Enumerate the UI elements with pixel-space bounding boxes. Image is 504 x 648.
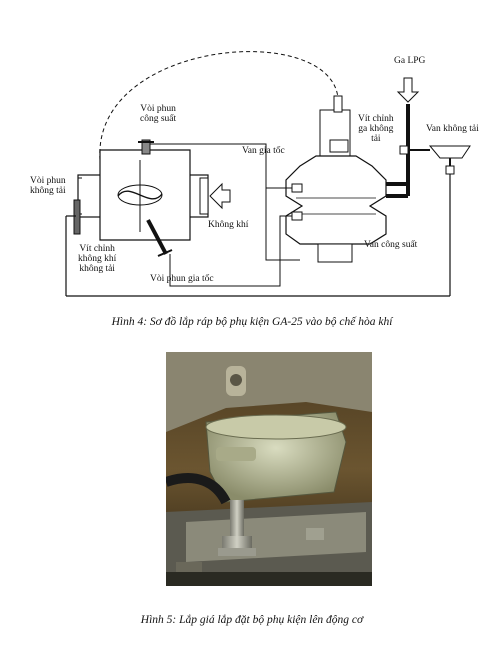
figure4-caption: Hình 4: Sơ đồ lắp ráp bộ phụ kiện GA-25 …: [0, 316, 504, 328]
label-power-valve: Van công suất: [364, 240, 417, 250]
figure5-caption: Hình 5: Lắp giá lắp đặt bộ phụ kiện lên …: [0, 614, 504, 626]
idle-gas-screw: [400, 146, 408, 154]
carburetor: [78, 150, 208, 240]
idle-nozzle-plate: [74, 200, 80, 234]
label-idle-nozzle: Vòi phun không tải: [30, 176, 66, 196]
air-arrow: [210, 184, 230, 208]
idle-valve: [430, 146, 470, 158]
label-accel-nozzle: Vòi phun gia tốc: [150, 274, 214, 284]
label-idle-air-screw: Vít chỉnh không khí không tải: [78, 244, 116, 274]
label-power-nozzle: Vòi phun công suất: [140, 104, 176, 124]
engine-mount-photo: [166, 352, 372, 586]
label-gas-lpg: Ga LPG: [394, 56, 425, 66]
label-idle-gas-screw: Vít chỉnh ga không tải: [358, 114, 394, 144]
lpg-inlet-arrow: [398, 78, 418, 102]
label-accel-valve: Van gia tốc: [242, 146, 285, 156]
label-air: Không khí: [208, 220, 248, 230]
label-idle-valve: Van không tải: [426, 124, 479, 134]
